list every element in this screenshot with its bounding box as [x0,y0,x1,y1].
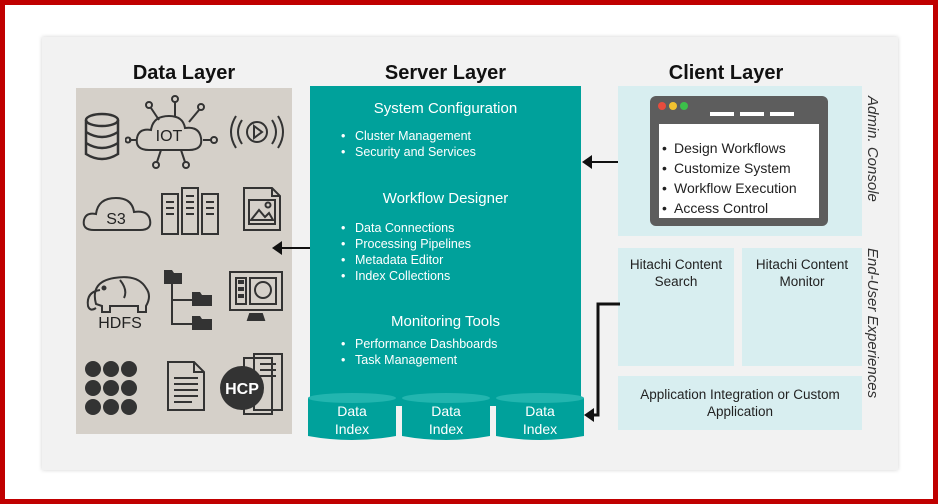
iot-cloud-icon: IOT [125,95,218,169]
content-search-label: Hitachi Content Search [629,257,723,289]
s3-cloud-icon: S3 [82,196,152,231]
app-integration-box [618,376,862,430]
list-item: Workflow Execution [674,178,797,198]
data-index-cylinder [308,393,396,440]
system-configuration-list: Cluster Management Security and Services [355,128,476,160]
database-icon [84,112,120,161]
folder-tree-icon [164,270,212,330]
content-monitor-label: Hitachi Content Monitor [755,257,849,289]
data-layer-title: Data Layer [132,62,236,84]
list-item: Security and Services [355,144,476,160]
social-media-icon [85,361,137,415]
app-integration-label: Application Integration or Custom Applic… [640,387,840,419]
list-item: Index Collections [355,268,471,284]
medical-monitor-icon [229,271,283,321]
monitoring-tools-title: Monitoring Tools [391,313,500,330]
end-user-experiences-label: End-User Experiences [864,248,881,399]
list-item: Design Workflows [674,138,797,158]
list-item: Data Connections [355,220,471,236]
list-item: Customize System [674,158,797,178]
workflow-designer-list: Data Connections Processing Pipelines Me… [355,220,471,284]
system-configuration-title: System Configuration [373,100,518,117]
admin-console-label: Admin. Console [864,96,881,202]
streaming-icon [230,115,284,149]
hdfs-label: HDFS [98,315,142,332]
window-controls-icon [658,102,794,116]
data-index-cylinder [402,393,490,440]
monitoring-tools-list: Performance Dashboards Task Management [355,336,497,368]
list-item: Task Management [355,352,497,368]
enduser-index-arrow [584,302,620,422]
content-monitor-box [742,248,862,366]
list-item: Metadata Editor [355,252,471,268]
document-icon [167,361,205,411]
data-index-cylinder [496,393,584,440]
s3-label: S3 [106,211,126,228]
server-layer-title: Server Layer [384,62,507,84]
list-item: Access Control [674,198,797,218]
content-search-box [618,248,734,366]
client-layer-title: Client Layer [668,62,784,84]
list-item: Cluster Management [355,128,476,144]
hcp-storage-icon: HCP [220,353,283,415]
image-file-icon [243,187,281,231]
iot-label: IOT [156,128,183,145]
admin-console-list: Design Workflows Customize System Workfl… [674,138,797,218]
server-rack-icon [161,187,219,235]
hadoop-elephant-icon: HDFS [86,276,150,332]
workflow-designer-title: Workflow Designer [382,190,509,207]
hcp-label: HCP [225,381,259,398]
list-item: Processing Pipelines [355,236,471,252]
list-item: Performance Dashboards [355,336,497,352]
